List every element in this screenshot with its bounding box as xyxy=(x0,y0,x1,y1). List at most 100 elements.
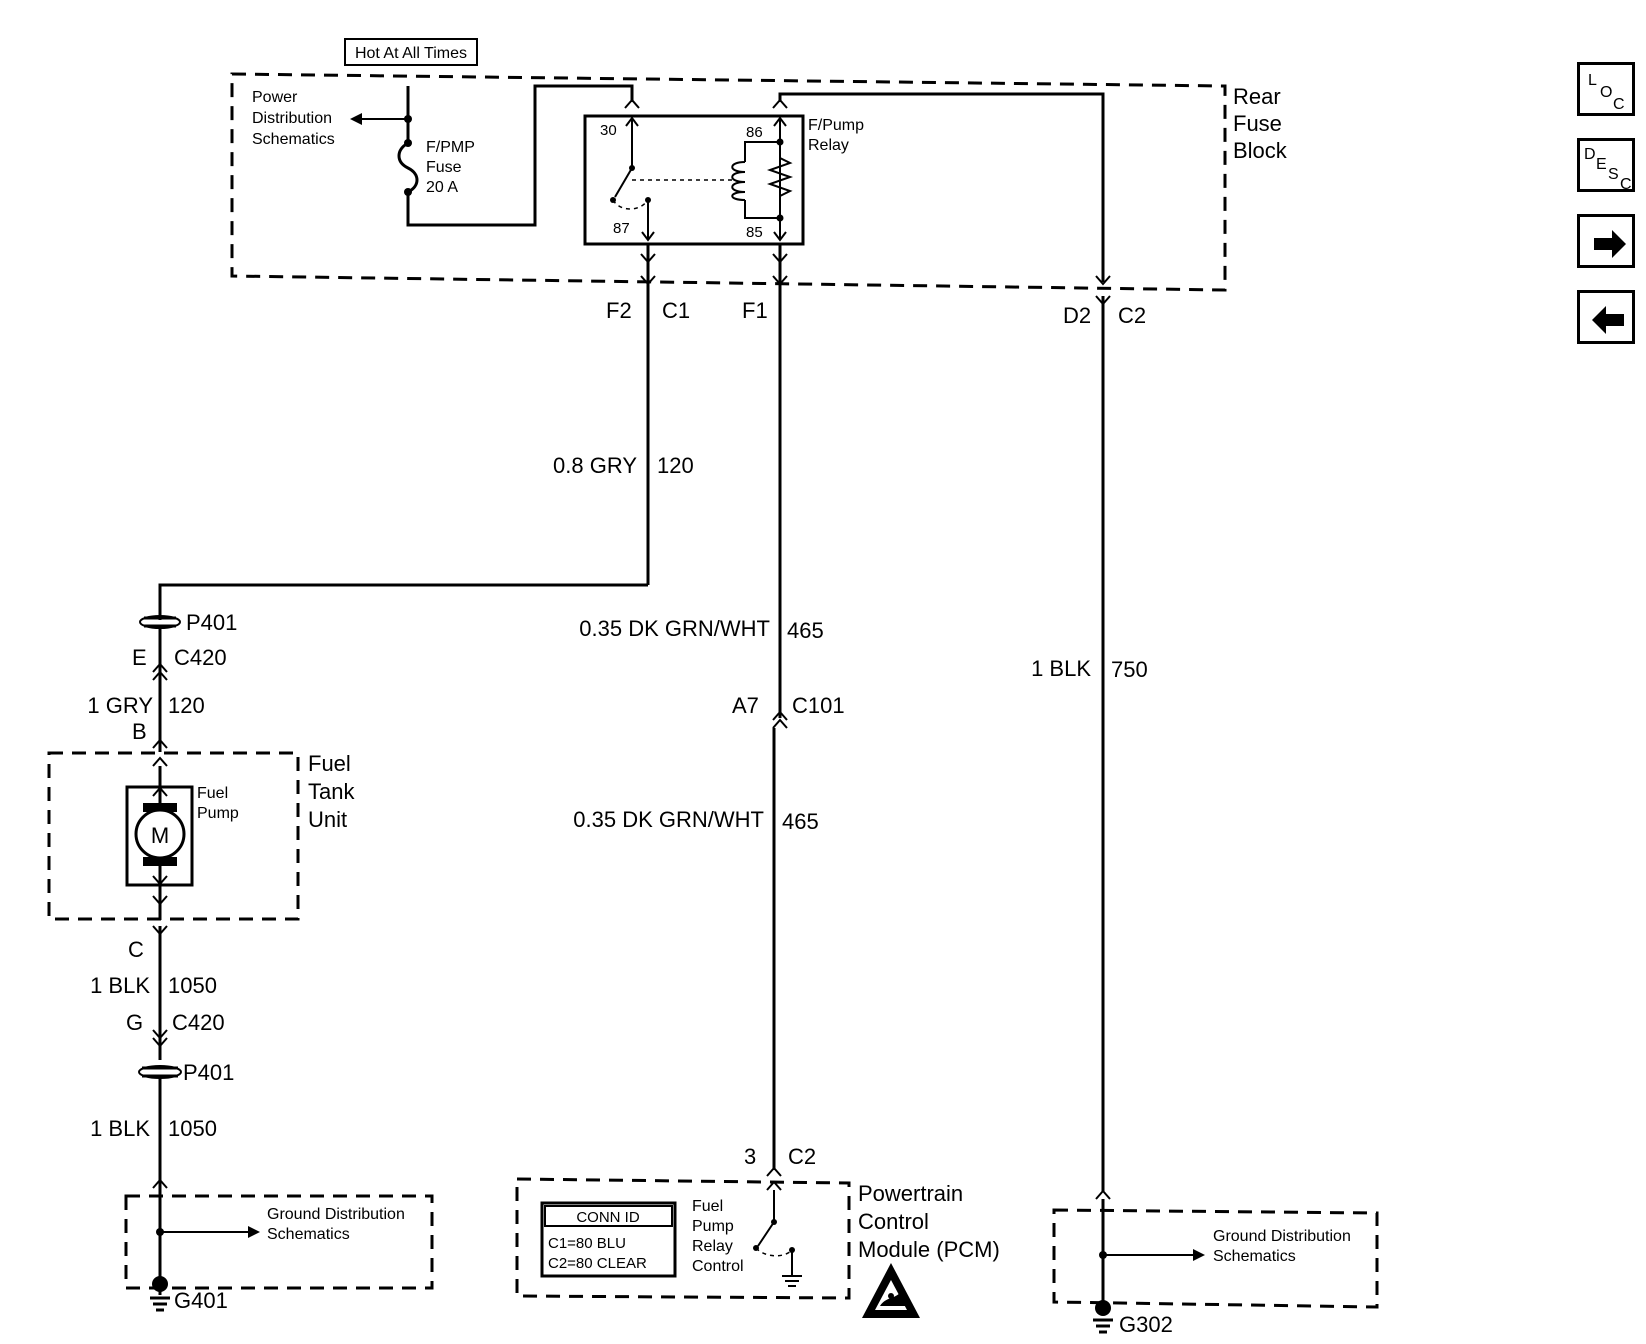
loc-button[interactable]: L O C xyxy=(1577,62,1635,116)
connector-f2-label: F2 xyxy=(606,298,632,323)
connector-c420-bottom-lower xyxy=(152,1037,168,1048)
connector-e-label: E xyxy=(132,645,147,670)
p401-bottom-label: P401 xyxy=(183,1060,234,1085)
hot-at-all-times-box xyxy=(344,38,478,66)
wire-grn-upper-circuit: 465 xyxy=(787,618,824,643)
connector-c-upper xyxy=(152,895,168,906)
ground-left-label-2: Schematics xyxy=(267,1226,350,1243)
relay-85-arrow xyxy=(773,231,787,242)
fuel-tank-unit-title-3: Unit xyxy=(308,807,347,832)
connector-pcm-upper xyxy=(766,1166,782,1177)
relay-coil-resistor xyxy=(766,157,794,197)
connector-c420-top-label: C420 xyxy=(174,645,227,670)
connector-c420-top-lower xyxy=(152,670,168,681)
power-distribution-label-1: Power xyxy=(252,89,298,106)
connector-c2-pcm-label: C2 xyxy=(788,1144,816,1169)
prev-arrow-icon xyxy=(1592,306,1624,334)
fuel-tank-unit-title-2: Tank xyxy=(308,779,355,804)
conn-id-row-1: C1=80 BLU xyxy=(548,1235,626,1252)
fuel-tank-unit-title-1: Fuel xyxy=(308,751,351,776)
fuse-label-1: F/PMP xyxy=(426,139,475,156)
relay-86-arrow xyxy=(773,116,787,127)
desc-icon-letter-c: C xyxy=(1620,176,1632,193)
relay-coil-top-lead xyxy=(744,141,780,162)
relay-pin-85: 85 xyxy=(746,224,763,241)
relay-pin-87: 87 xyxy=(613,220,630,237)
pcm-title-1: Powertrain xyxy=(858,1181,963,1206)
motor-brush-bottom xyxy=(143,857,177,866)
rear-fuse-block-outline xyxy=(230,72,1227,292)
wire-gry-08-size: 0.8 GRY xyxy=(553,453,637,478)
desc-icon-letter-e: E xyxy=(1596,156,1607,173)
connector-b-label: B xyxy=(132,719,147,744)
connector-d2-upper xyxy=(1095,275,1111,286)
next-button[interactable] xyxy=(1577,214,1635,268)
loc-icon: L O C xyxy=(1588,72,1625,113)
ground-right-entry-arrow xyxy=(1095,1189,1111,1200)
ground-g401-label: G401 xyxy=(174,1288,228,1313)
connector-f1-label: F1 xyxy=(742,298,768,323)
relay-87-arrow xyxy=(641,231,655,242)
connector-c-label: C xyxy=(128,937,144,962)
connector-a7-label: A7 xyxy=(732,693,759,718)
wire-grn-lower-size: 0.35 DK GRN/WHT xyxy=(573,807,764,832)
relay-30-arrow xyxy=(625,116,639,127)
ground-right-label-1: Ground Distribution xyxy=(1213,1228,1351,1245)
power-distribution-label-3: Schematics xyxy=(252,131,335,148)
power-distribution-label-2: Distribution xyxy=(252,110,332,127)
pcm-switch-travel xyxy=(755,1247,793,1257)
relay-coil-bottom-lead xyxy=(744,200,780,219)
rear-fuse-block-title-3: Block xyxy=(1233,138,1288,163)
fuse-label-3: 20 A xyxy=(426,179,458,196)
wire-blk-750-size: 1 BLK xyxy=(1031,656,1091,681)
pcm-control-label-3: Relay xyxy=(692,1238,733,1255)
ground-right-symbol xyxy=(1093,1318,1113,1334)
loc-icon-letter-l: L xyxy=(1588,72,1597,89)
pcm-switch-blade xyxy=(757,1221,775,1247)
wire-blk-1050-a-circuit: 1050 xyxy=(168,973,217,998)
connector-g-label: G xyxy=(126,1010,143,1035)
connector-c420-bottom-upper xyxy=(152,1029,168,1040)
wire-blk-750-circuit: 750 xyxy=(1111,657,1148,682)
wire-gry-08-circuit: 120 xyxy=(657,453,694,478)
relay-switch-travel xyxy=(612,199,649,210)
wire-gry-120-horizontal xyxy=(158,583,648,620)
back-button[interactable] xyxy=(1577,290,1635,344)
fuel-pump-arrow-top xyxy=(152,786,168,797)
pcm-control-label-1: Fuel xyxy=(692,1198,723,1215)
p401-bottom-pass-through xyxy=(142,1066,178,1078)
desc-icon-letter-d: D xyxy=(1584,146,1596,163)
connector-c2-top-label: C2 xyxy=(1118,303,1146,328)
next-arrow-icon xyxy=(1594,230,1626,258)
ground-right-label-2: Schematics xyxy=(1213,1248,1296,1265)
relay-label-2: Relay xyxy=(808,137,849,154)
motor-brush-top xyxy=(143,803,177,812)
connector-c420-top-upper xyxy=(152,662,168,673)
conn-id-header-cell xyxy=(544,1205,673,1227)
relay-pin-86: 86 xyxy=(746,124,763,141)
loc-icon-letter-c: C xyxy=(1613,96,1625,113)
relay-86-feed-wire xyxy=(778,92,1105,282)
relay-label-1: F/Pump xyxy=(808,117,864,134)
connector-pin3-label: 3 xyxy=(744,1144,756,1169)
rear-fuse-block-title-1: Rear xyxy=(1233,84,1281,109)
wire-blk-1050-a-size: 1 BLK xyxy=(90,973,150,998)
fuel-tank-unit-outline xyxy=(47,751,300,921)
fuel-pump-label-2: Pump xyxy=(197,805,239,822)
wire-blk-1050-b-circuit: 1050 xyxy=(168,1116,217,1141)
desc-icon-letter-s: S xyxy=(1608,166,1619,183)
connector-d2-label: D2 xyxy=(1063,303,1091,328)
desc-icon: D E S C xyxy=(1584,146,1632,193)
desc-button[interactable]: D E S C xyxy=(1577,138,1635,193)
connector-c101-upper xyxy=(772,710,788,721)
pcm-title-2: Control xyxy=(858,1209,929,1234)
loc-icon-letter-o: O xyxy=(1600,84,1612,101)
wire-gry-1-circuit: 120 xyxy=(168,693,205,718)
pcm-control-label-4: Control xyxy=(692,1258,744,1275)
ground-left-symbol xyxy=(150,1296,170,1312)
relay-30-connector xyxy=(624,98,640,109)
wire-blk-1050-b-size: 1 BLK xyxy=(90,1116,150,1141)
fuse-element xyxy=(397,141,419,194)
power-distribution-arrowhead xyxy=(350,113,362,125)
